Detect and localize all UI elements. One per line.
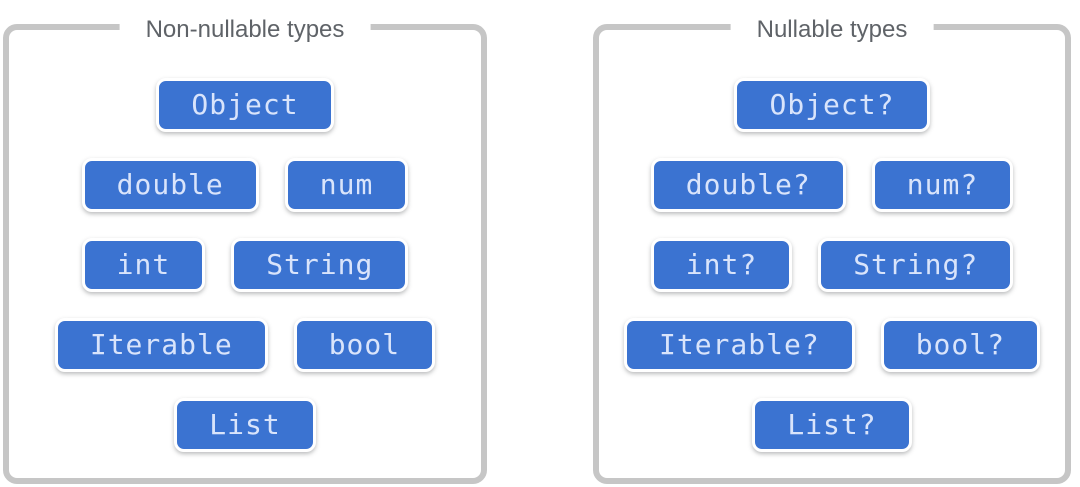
panel-body-non-nullable: Object double num int String Iterable bo… — [9, 30, 481, 452]
badge-row: Object? — [734, 78, 930, 132]
type-badge-int: int — [81, 238, 206, 292]
type-badge-bool-nullable: bool? — [880, 318, 1040, 372]
type-badge-num: num — [284, 158, 409, 212]
panel-title-nullable: Nullable types — [730, 10, 934, 50]
type-badge-double: double — [81, 158, 259, 212]
type-badge-string-nullable: String? — [818, 238, 1014, 292]
badge-row: Object — [156, 78, 334, 132]
type-badge-iterable: Iterable — [54, 318, 268, 372]
type-badge-list: List — [174, 398, 316, 452]
type-badge-int-nullable: int? — [650, 238, 793, 292]
type-badge-bool: bool — [293, 318, 436, 372]
badge-row: int? String? — [650, 238, 1014, 292]
badge-row: int String — [81, 238, 409, 292]
panel-nullable: Nullable types Object? double? num? int?… — [593, 10, 1071, 484]
badge-row: Iterable bool — [54, 318, 436, 372]
type-badge-object: Object — [156, 78, 334, 132]
badge-row: List — [174, 398, 316, 452]
badge-row: List? — [752, 398, 912, 452]
panel-body-nullable: Object? double? num? int? String? Iterab… — [599, 30, 1065, 452]
panel-title-non-nullable: Non-nullable types — [119, 10, 371, 50]
type-badge-double-nullable: double? — [650, 158, 846, 212]
type-badge-string: String — [231, 238, 409, 292]
badge-row: double num — [81, 158, 409, 212]
type-badge-list-nullable: List? — [752, 398, 912, 452]
panel-non-nullable: Non-nullable types Object double num int… — [3, 10, 487, 484]
type-badge-num-nullable: num? — [871, 158, 1014, 212]
badge-row: double? num? — [650, 158, 1014, 212]
badge-row: Iterable? bool? — [623, 318, 1040, 372]
type-badge-object-nullable: Object? — [734, 78, 930, 132]
type-badge-iterable-nullable: Iterable? — [623, 318, 855, 372]
